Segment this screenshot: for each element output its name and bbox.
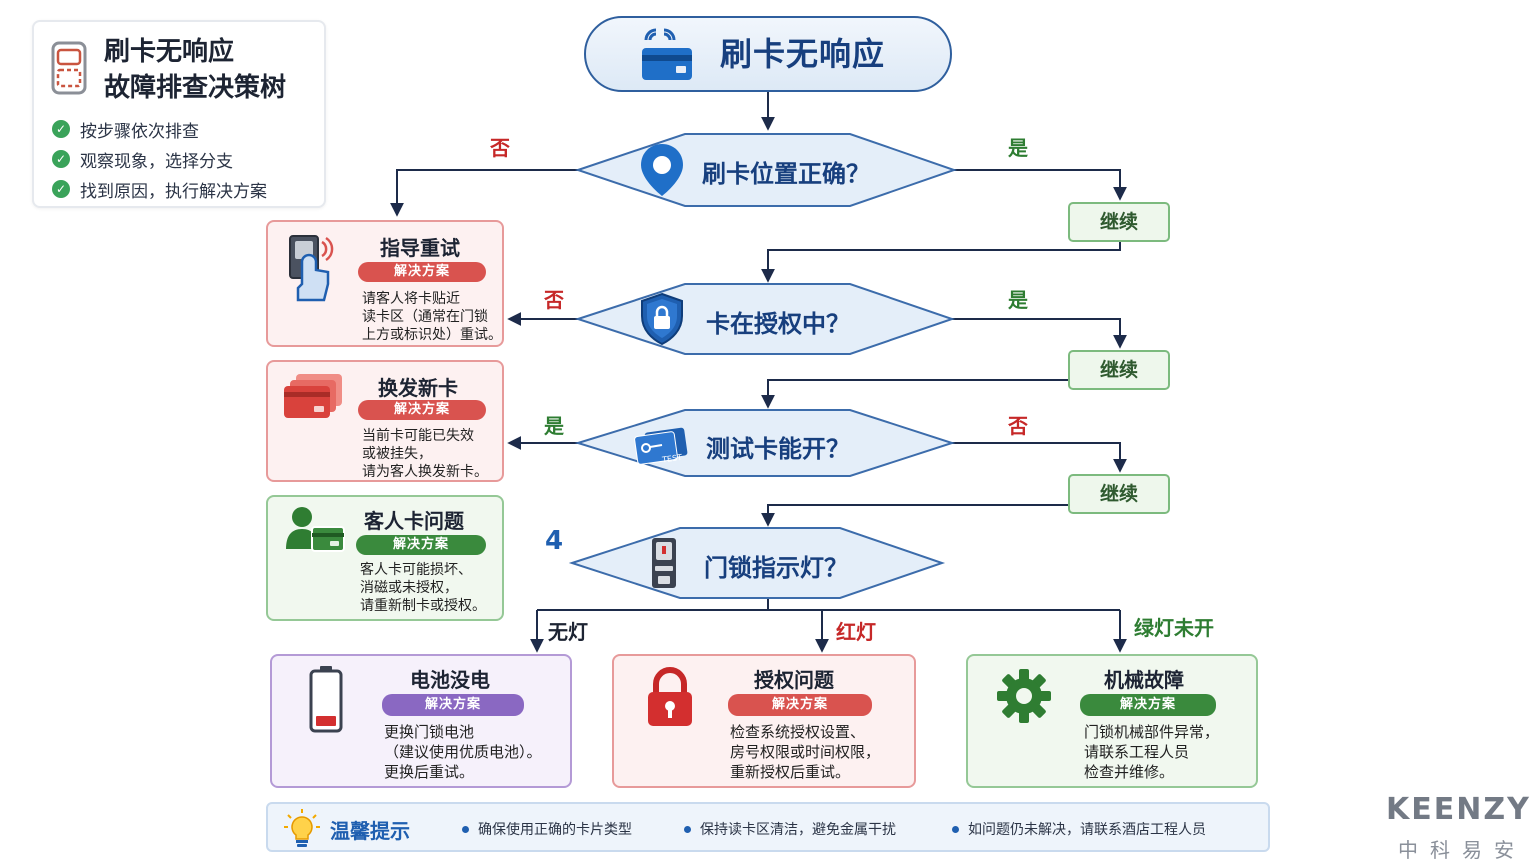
solution-pill: 解决方案 <box>356 535 486 555</box>
solution-card-guest-card: 客人卡问题 解决方案 客人卡可能损坏、 消磁或未授权， 请重新制卡或授权。 <box>266 495 504 621</box>
card-text-line: 读卡区（通常在门锁 <box>362 309 488 325</box>
card-text-line: （建议使用优质电池）。 <box>384 743 542 761</box>
solution-pill: 解决方案 <box>1080 694 1216 716</box>
brand-subtitle: 中科易安 <box>1398 838 1526 862</box>
stacked-cards-icon <box>284 374 342 418</box>
card-text: 检查系统授权设置、 房号权限或时间权限， 重新授权后重试。 <box>730 722 880 782</box>
check-icon: ✓ <box>52 180 70 198</box>
decision-3-no-label: 否 <box>1008 414 1028 438</box>
card-text-line: 重新授权后重试。 <box>730 763 851 781</box>
card-text-line: 客人卡可能损坏、 <box>360 562 472 578</box>
card-text-line: 请重新制卡或授权。 <box>360 598 486 614</box>
decision-2-no-label: 否 <box>544 288 564 312</box>
legend-item: ✓ 观察现象，选择分支 <box>52 144 267 174</box>
tips-bar: 温馨提示 确保使用正确的卡片类型 保持读卡区清洁，避免金属干扰 如问题仍未解决，… <box>266 802 1270 852</box>
legend-title-line-2: 故障排查决策树 <box>104 73 287 103</box>
card-text-line: 门锁机械部件异常， <box>1084 723 1220 741</box>
solution-pill: 解决方案 <box>358 262 486 282</box>
legend-list: ✓ 按步骤依次排查 ✓ 观察现象，选择分支 ✓ 找到原因，执行解决方案 <box>52 114 267 204</box>
wireless-card-icon <box>642 28 692 80</box>
card-text-line: 房号权限或时间权限， <box>730 743 881 761</box>
gear-icon <box>997 669 1051 723</box>
card-text-line: 更换门锁电池 <box>384 723 475 741</box>
continue-box-1: 继续 <box>1068 202 1170 242</box>
card-text: 请客人将卡贴近 读卡区（通常在门锁 上方或标识处）重试。 <box>362 290 502 344</box>
user-card-icon <box>286 507 345 552</box>
card-text-line: 请联系工程人员 <box>1084 743 1190 761</box>
solution-pill: 解决方案 <box>728 694 872 716</box>
legend-item: ✓ 按步骤依次排查 <box>52 114 267 144</box>
card-title: 换发新卡 <box>378 376 458 400</box>
decision-2-yes-label: 是 <box>1008 288 1028 312</box>
card-text-line: 检查并维修。 <box>1084 763 1175 781</box>
card-text: 客人卡可能损坏、 消磁或未授权， 请重新制卡或授权。 <box>360 561 486 615</box>
header-title: 刷卡无响应 <box>720 35 886 73</box>
solution-pill: 解决方案 <box>382 694 524 716</box>
card-text-line: 消磁或未授权， <box>360 580 458 596</box>
card-text: 门锁机械部件异常， 请联系工程人员 检查并维修。 <box>1084 722 1219 782</box>
card-reader-icon <box>51 41 87 95</box>
branch-no-light: 无灯 <box>548 620 588 644</box>
tip-item: 确保使用正确的卡片类型 <box>462 819 632 839</box>
card-text: 更换门锁电池 （建议使用优质电池）。 更换后重试。 <box>384 722 542 782</box>
continue-box-2: 继续 <box>1068 350 1170 390</box>
legend-item: ✓ 找到原因，执行解决方案 <box>52 174 267 204</box>
decision-3-text: 测试卡能开？ <box>706 435 850 463</box>
shield-lock-icon <box>641 292 683 346</box>
decision-4-text: 门锁指示灯？ <box>704 554 848 582</box>
card-title: 电池没电 <box>410 668 490 692</box>
brand-logo-text: KEENZY <box>1386 792 1531 827</box>
decision-2-text: 卡在授权中？ <box>706 310 850 338</box>
card-text-line: 请为客人换发新卡。 <box>362 464 488 480</box>
branch-green-light: 绿灯未开 <box>1134 616 1214 640</box>
check-icon: ✓ <box>52 120 70 138</box>
solution-card-retry: 指导重试 解决方案 请客人将卡贴近 读卡区（通常在门锁 上方或标识处）重试。 <box>266 220 504 347</box>
card-title: 客人卡问题 <box>364 509 464 533</box>
card-text-line: 或被挂失， <box>362 446 432 462</box>
solution-pill: 解决方案 <box>358 400 486 420</box>
header-pill: 刷卡无响应 <box>584 16 952 92</box>
svg-text:TEST: TEST <box>661 453 683 465</box>
solution-card-mechanical: 机械故障 解决方案 门锁机械部件异常， 请联系工程人员 检查并维修。 <box>966 654 1258 788</box>
legend-item-label: 找到原因，执行解决方案 <box>80 181 267 202</box>
lightbulb-icon <box>284 809 320 847</box>
card-title: 机械故障 <box>1104 668 1184 692</box>
solution-card-authorization: 授权问题 解决方案 检查系统授权设置、 房号权限或时间权限， 重新授权后重试。 <box>612 654 916 788</box>
test-card-icon: TEST <box>634 427 688 465</box>
step-number: 4 <box>545 526 564 556</box>
solution-card-new-card: 换发新卡 解决方案 当前卡可能已失效 或被挂失， 请为客人换发新卡。 <box>266 360 504 482</box>
card-text-line: 更换后重试。 <box>384 763 475 781</box>
legend-title-line-1: 刷卡无响应 <box>104 37 235 67</box>
branch-red-light: 红灯 <box>836 620 876 644</box>
decision-1-no-label: 否 <box>490 136 510 160</box>
card-text: 当前卡可能已失效 或被挂失， 请为客人换发新卡。 <box>362 427 488 481</box>
card-text-line: 请客人将卡贴近 <box>362 291 460 307</box>
card-text-line: 检查系统授权设置、 <box>730 723 866 741</box>
legend-card: 刷卡无响应 故障排查决策树 ✓ 按步骤依次排查 ✓ 观察现象，选择分支 ✓ 找到原因，… <box>32 20 326 208</box>
legend-item-label: 按步骤依次排查 <box>80 121 199 142</box>
location-pin-icon <box>641 144 683 196</box>
decision-3-yes-label: 是 <box>544 414 564 438</box>
padlock-icon <box>648 667 692 726</box>
decision-1-yes-label: 是 <box>1008 136 1028 160</box>
card-text-line: 上方或标识处）重试。 <box>362 327 502 343</box>
legend-item-label: 观察现象，选择分支 <box>80 151 233 172</box>
card-title: 指导重试 <box>380 236 460 260</box>
card-text-line: 当前卡可能已失效 <box>362 428 474 444</box>
legend-title: 刷卡无响应 故障排查决策树 <box>104 34 286 106</box>
card-title: 授权问题 <box>754 668 834 692</box>
tip-item: 如问题仍未解决，请联系酒店工程人员 <box>952 819 1206 839</box>
solution-card-battery: 电池没电 解决方案 更换门锁电池 （建议使用优质电池）。 更换后重试。 <box>270 654 572 788</box>
decision-1-text: 刷卡位置正确？ <box>702 160 870 188</box>
continue-box-3: 继续 <box>1068 474 1170 514</box>
tip-item: 保持读卡区清洁，避免金属干扰 <box>684 819 896 839</box>
tap-card-icon <box>289 235 334 302</box>
check-icon: ✓ <box>52 150 70 168</box>
tips-title: 温馨提示 <box>330 819 410 843</box>
low-battery-icon <box>309 666 343 733</box>
door-lock-icon <box>652 538 676 588</box>
